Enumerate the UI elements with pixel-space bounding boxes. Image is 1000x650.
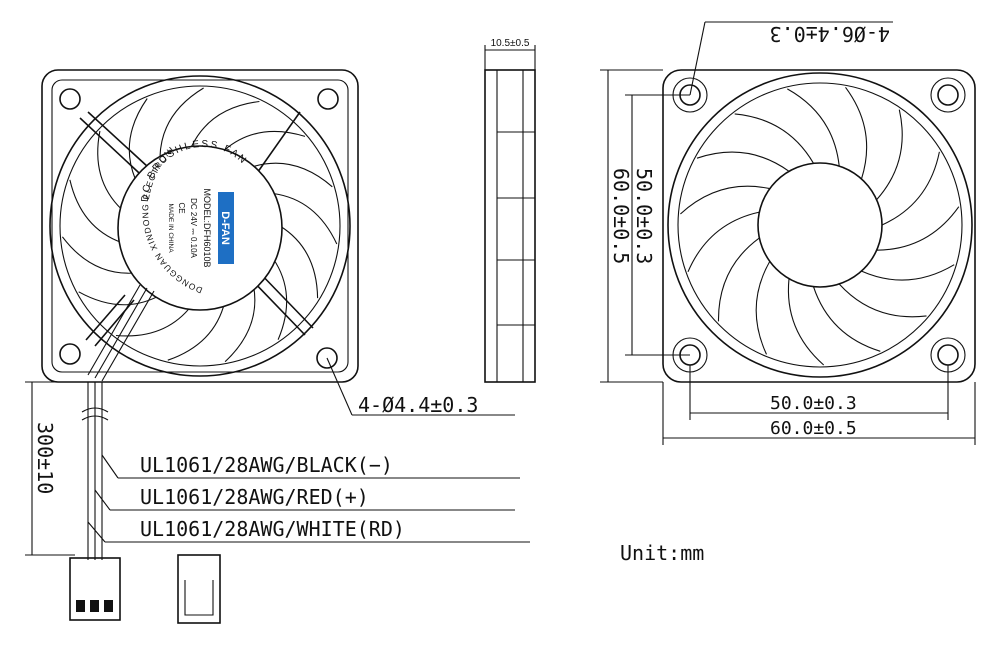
front-venturi-inner bbox=[59, 85, 341, 367]
fan-blade bbox=[115, 305, 193, 337]
fan-blade bbox=[845, 86, 868, 180]
cable-channel bbox=[101, 290, 155, 382]
front-venturi bbox=[49, 75, 351, 377]
hub-label bbox=[117, 145, 283, 311]
connector-latch bbox=[184, 580, 214, 616]
thickness-dim: 10.5±0.5 bbox=[491, 38, 530, 49]
cable-channel bbox=[94, 287, 148, 379]
fan-blade bbox=[787, 278, 825, 366]
fan-blade bbox=[224, 130, 306, 151]
strut bbox=[254, 111, 301, 177]
brand-name: D-FAN bbox=[219, 211, 231, 245]
label-model: MODEL:DFH6010B bbox=[202, 188, 212, 267]
connector-pin bbox=[76, 600, 85, 612]
fan-blade bbox=[734, 113, 814, 164]
wire-leader bbox=[87, 521, 106, 543]
strut bbox=[85, 294, 126, 341]
wire-break bbox=[81, 407, 109, 413]
lead-wires: 300±10 UL1061/28AWG/BLACK(−) UL1061/28AW… bbox=[25, 381, 530, 624]
fan-blade bbox=[876, 109, 903, 201]
cable-channel bbox=[87, 284, 141, 376]
front-frame-outer bbox=[41, 69, 359, 383]
connector-front bbox=[69, 557, 121, 621]
brand-logo-box bbox=[218, 192, 234, 264]
front-blades bbox=[61, 87, 338, 363]
fan-blade bbox=[687, 211, 760, 273]
rear-hole-br bbox=[937, 344, 959, 366]
front-hole-tr bbox=[317, 88, 339, 110]
fan-blade bbox=[696, 151, 790, 172]
wire-break bbox=[81, 415, 109, 421]
fan-blade bbox=[279, 225, 319, 299]
fan-blade bbox=[680, 185, 770, 215]
front-hole-dim: 4-Ø4.4±0.3 bbox=[358, 393, 478, 417]
fan-blade bbox=[253, 162, 333, 188]
fan-blade bbox=[881, 151, 940, 226]
rear-venturi bbox=[667, 72, 973, 378]
front-view: DC BRUSHLESS FAN DONGGUAN XINDONG ELECTR… bbox=[0, 0, 359, 383]
fan-blade bbox=[272, 258, 288, 340]
rear-hole-dim: 4-Ø6.4±0.3 bbox=[770, 22, 890, 46]
rear-overall-vertical: 60.0±0.5 bbox=[609, 168, 633, 264]
fan-blade bbox=[159, 87, 204, 157]
label-center: D-FAN MODEL:DFH6010B DC 24V ⎓ 0.10A CE M… bbox=[167, 188, 234, 268]
rear-hole-tr bbox=[937, 84, 959, 106]
fan-blade bbox=[128, 98, 148, 180]
lead-length-dim: 300±10 bbox=[33, 422, 57, 494]
fan-blade bbox=[861, 264, 955, 281]
side-outline bbox=[484, 69, 536, 383]
connector-pin bbox=[90, 600, 99, 612]
unit-note: Unit:mm bbox=[620, 541, 704, 565]
rear-view bbox=[662, 69, 976, 383]
fan-blade bbox=[876, 206, 960, 251]
label-rating: DC 24V ⎓ 0.10A bbox=[189, 198, 198, 258]
fan-blade bbox=[97, 130, 123, 210]
fan-blade bbox=[787, 88, 840, 167]
fan-blade bbox=[61, 236, 136, 274]
hole-leader bbox=[326, 357, 353, 416]
wire-white: UL1061/28AWG/WHITE(RD) bbox=[140, 517, 405, 541]
rear-boss-tr bbox=[930, 77, 966, 113]
front-frame-inner bbox=[51, 79, 349, 373]
front-hole-tl bbox=[59, 88, 81, 110]
wire-leader bbox=[101, 454, 119, 479]
fan-blade bbox=[273, 192, 338, 245]
front-hole-bl bbox=[59, 343, 81, 365]
rear-blades bbox=[680, 86, 960, 366]
fan-blade bbox=[812, 286, 881, 352]
fan-blade bbox=[191, 100, 260, 147]
fan-blade bbox=[755, 261, 771, 355]
rear-hub bbox=[757, 162, 883, 288]
rear-frame-outer bbox=[662, 69, 976, 383]
connector-pin bbox=[104, 600, 113, 612]
rear-hole-leader bbox=[689, 21, 706, 96]
wire-black: UL1061/28AWG/BLACK(−) bbox=[140, 453, 393, 477]
label-ce: CE bbox=[177, 202, 186, 213]
rear-pitch-horizontal: 50.0±0.3 bbox=[770, 393, 857, 414]
strut bbox=[255, 268, 314, 329]
wire-leader bbox=[94, 489, 111, 511]
connector-side bbox=[177, 554, 221, 624]
rear-overall-horizontal: 60.0±0.5 bbox=[770, 418, 857, 439]
fan-blade bbox=[167, 301, 226, 361]
fan-blade bbox=[838, 283, 927, 318]
rear-venturi-inner bbox=[677, 82, 963, 368]
front-hole-br bbox=[316, 347, 338, 369]
label-origin: MADE IN CHINA bbox=[167, 203, 174, 253]
fan-blade bbox=[224, 285, 256, 363]
side-view: 10.5±0.5 bbox=[484, 38, 536, 383]
fan-blade bbox=[78, 291, 161, 306]
rear-pitch-vertical: 50.0±0.3 bbox=[632, 168, 656, 264]
fan-blade bbox=[717, 237, 760, 322]
fan-blade bbox=[69, 179, 122, 244]
wire-red: UL1061/28AWG/RED(+) bbox=[140, 485, 369, 509]
